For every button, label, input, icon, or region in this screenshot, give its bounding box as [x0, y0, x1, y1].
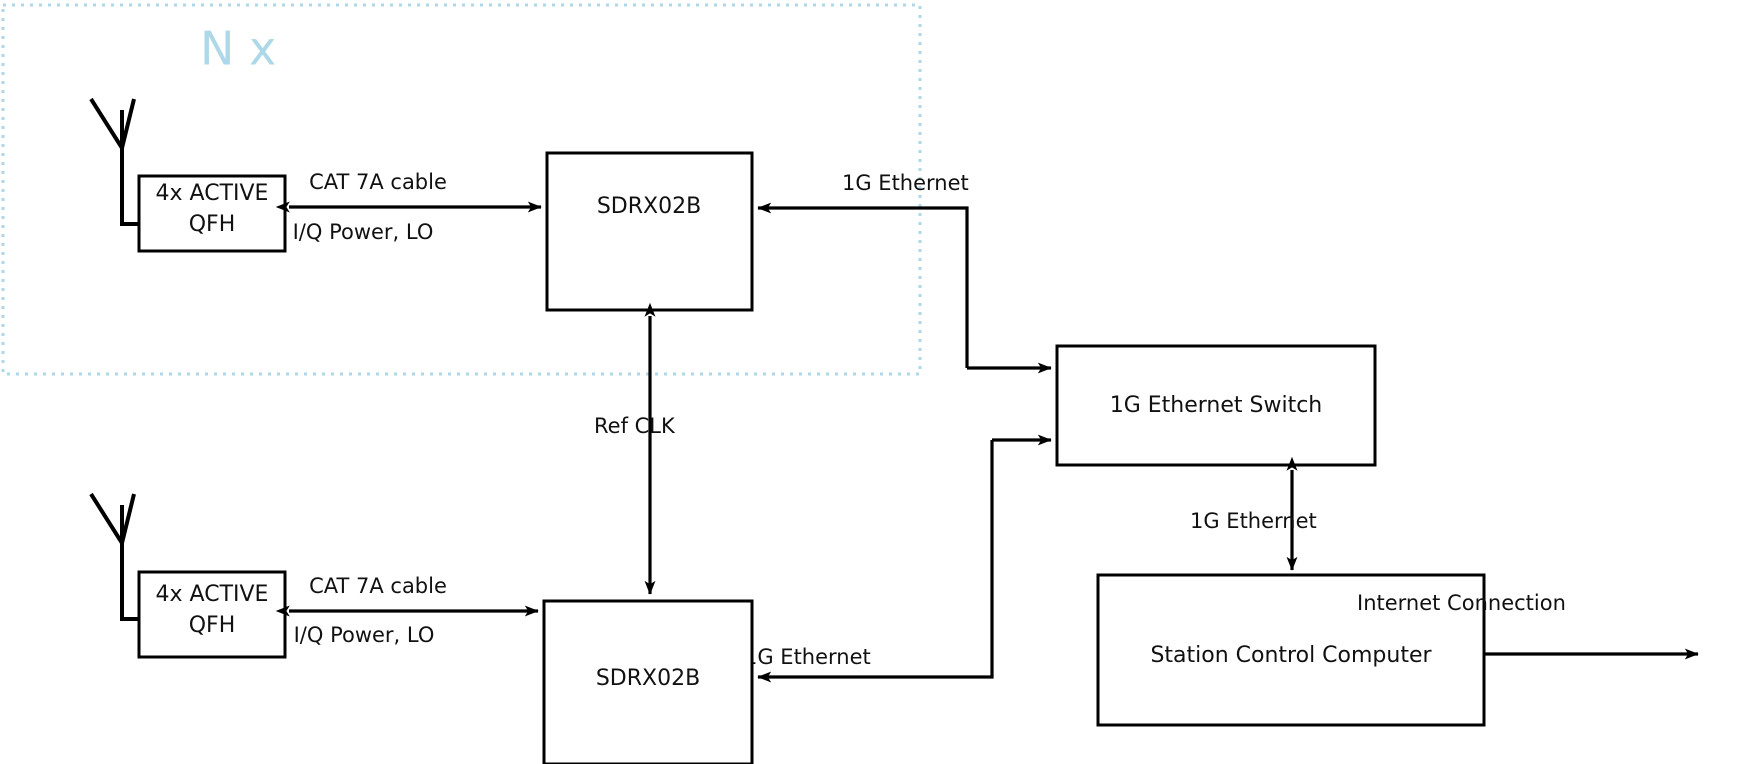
- edge-ethernet-sdr-top: [757, 202, 969, 368]
- edge-internet-connection-label: Internet Connection: [1357, 591, 1566, 615]
- antenna-bottom-icon: [89, 492, 140, 621]
- repeat-group-title: N x: [200, 22, 276, 76]
- edge-cat7a-top-label-below: I/Q Power, LO: [293, 220, 434, 244]
- node-sdr-bottom-label: SDRX02B: [596, 666, 700, 691]
- node-sdr-top[interactable]: [545, 151, 754, 312]
- edge-ethernet-sdr-bottom-label: 1G Ethernet: [744, 645, 871, 669]
- node-qfh-top-label-line1: 4x ACTIVE: [156, 181, 269, 206]
- node-qfh-top-label-line2: QFH: [189, 212, 236, 237]
- antenna-top-icon: [89, 97, 140, 226]
- edge-cat7a-bottom-label-below: I/Q Power, LO: [294, 623, 435, 647]
- node-sdr-bottom[interactable]: [542, 599, 754, 764]
- edge-ethernet-sdr-top-label: 1G Ethernet: [842, 171, 969, 195]
- node-qfh-bottom-label-line1: 4x ACTIVE: [156, 582, 269, 607]
- node-station-control-computer[interactable]: [1096, 573, 1486, 727]
- node-ethernet-switch[interactable]: [1055, 344, 1377, 467]
- node-qfh-top[interactable]: [137, 174, 287, 253]
- edge-cat7a-top-label-above: CAT 7A cable: [309, 170, 447, 194]
- edge-ref-clk-label: Ref CLK: [594, 414, 676, 438]
- edge-ethernet-switch-computer-label: 1G Ethernet: [1190, 509, 1317, 533]
- node-qfh-bottom-label-line2: QFH: [189, 613, 236, 638]
- edge-ethernet-sdr-bottom: [757, 440, 994, 683]
- node-ethernet-switch-label: 1G Ethernet Switch: [1110, 393, 1323, 418]
- edge-cat7a-bottom-label-above: CAT 7A cable: [309, 574, 447, 598]
- node-sdr-top-label: SDRX02B: [597, 194, 701, 219]
- repeat-group-frame: [1, 3, 922, 376]
- node-station-control-computer-label: Station Control Computer: [1150, 643, 1432, 668]
